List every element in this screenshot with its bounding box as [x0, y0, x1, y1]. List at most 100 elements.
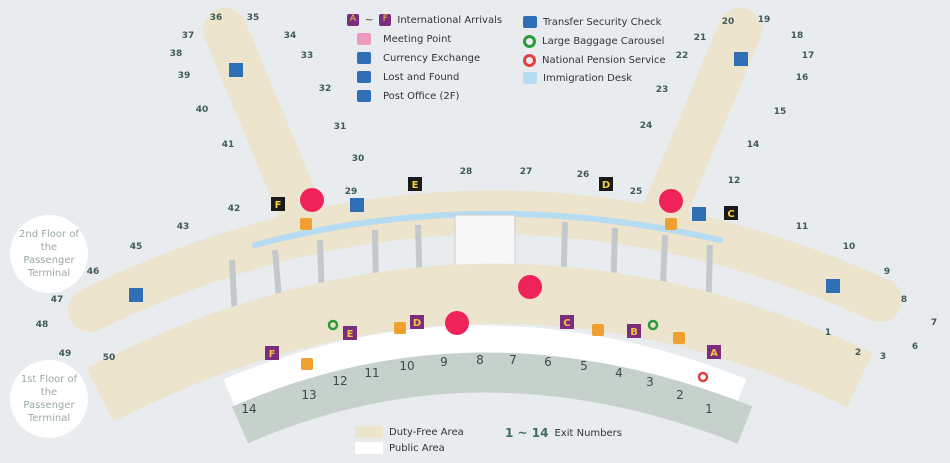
gate-number: 6	[912, 342, 918, 352]
gate-number: 38	[170, 49, 183, 59]
gate-number: 21	[694, 33, 707, 43]
transfer-security-icon	[692, 207, 706, 221]
gate-number: 29	[345, 187, 358, 197]
gate-number: 28	[460, 167, 473, 177]
baggage-carousel-icon	[523, 35, 536, 48]
gate-number: 24	[640, 121, 653, 131]
gate-number: 1	[825, 328, 831, 338]
gate-number: 16	[796, 73, 809, 83]
gate-number: 43	[177, 222, 190, 232]
legend-exit: 1 ~ 14 Exit Numbers	[505, 426, 622, 440]
legend-meeting: Meeting Point	[357, 33, 451, 45]
arrivals-gate-badge-bg	[343, 326, 357, 340]
gate-number: 20	[722, 17, 735, 27]
arrivals-gate-badge-bg	[707, 345, 721, 359]
info-icon	[673, 332, 685, 344]
info-icon	[301, 358, 313, 370]
exit-number: 13	[301, 388, 316, 402]
pension-service-icon	[523, 54, 536, 67]
arrivals-sep: ~	[365, 14, 374, 26]
gate-number: 47	[51, 295, 64, 305]
exit-number: 1	[705, 402, 713, 416]
transfer-security-icon	[350, 198, 364, 212]
legend-pension: National Pension Service	[523, 54, 666, 67]
legend-label: Duty-Free Area	[389, 426, 464, 438]
legend-public: Public Area	[355, 442, 445, 454]
arrivals-gate-badge: A	[710, 348, 718, 359]
arrivals-gate-badge: B	[630, 327, 638, 338]
gate-number: 8	[901, 295, 907, 305]
gate-number: 32	[319, 84, 332, 94]
gate-number: 22	[676, 51, 689, 61]
exit-number: 8	[476, 353, 484, 367]
concourse-badge-bg	[599, 177, 613, 191]
transfer-security-icon	[523, 16, 537, 28]
arrivals-gate-badge: D	[413, 318, 421, 329]
concourse-badge: C	[727, 209, 734, 220]
exit-number: 9	[440, 355, 448, 369]
concourse-badge: E	[412, 180, 419, 191]
first-floor	[86, 263, 873, 444]
arrivals-icon: F	[379, 14, 392, 26]
legend-label: National Pension Service	[542, 55, 666, 66]
arrivals-gate-badge: F	[269, 349, 276, 360]
gate-number: 49	[59, 349, 72, 359]
legend-label: Transfer Security Check	[543, 16, 662, 28]
transfer-security-icon	[129, 288, 143, 302]
exit-number: 4	[615, 366, 623, 380]
legend-label: Meeting Point	[383, 33, 452, 45]
location-marker	[300, 188, 324, 212]
info-icon	[394, 322, 406, 334]
gate-number: 3	[880, 352, 886, 362]
concourse-badge-bg	[408, 177, 422, 191]
gate-number: 31	[334, 122, 347, 132]
transfer-security-icon	[734, 52, 748, 66]
arrivals-gate-badge: C	[563, 318, 570, 329]
gate-number: 34	[284, 31, 297, 41]
currency-exchange-icon	[357, 52, 371, 64]
floor-label-1f: 1st Floor of the Passenger Terminal	[10, 360, 88, 438]
concourse-badge: D	[602, 180, 610, 191]
legend-label: Immigration Desk	[543, 72, 632, 84]
immigration-desk-icon	[523, 72, 537, 84]
legend-duty-free: Duty-Free Area	[355, 426, 464, 438]
gate-number: 10	[843, 242, 856, 252]
gate-number: 14	[747, 140, 760, 150]
legend-arrivals: A ~ F International Arrivals	[347, 14, 502, 26]
exit-number: 5	[580, 359, 588, 373]
legend-label: Exit Numbers	[554, 427, 622, 439]
arrivals-gate-badge: E	[347, 329, 354, 340]
gate-number: 26	[577, 170, 590, 180]
gate-number: 7	[931, 318, 937, 328]
concourse-badge-bg	[271, 197, 285, 211]
exit-range: 1 ~ 14	[505, 426, 549, 440]
location-marker	[445, 311, 469, 335]
legend-lost-found: Lost and Found	[357, 71, 459, 83]
arrivals-gate-badge-bg	[560, 315, 574, 329]
gate-number: 33	[301, 51, 314, 61]
post-office-icon	[357, 90, 371, 102]
legend-label: International Arrivals	[397, 14, 503, 26]
gate-number: 27	[520, 167, 533, 177]
gate-number: 37	[182, 31, 195, 41]
duty-free-swatch	[355, 426, 383, 438]
gate-number: 2	[855, 348, 861, 358]
exit-road	[231, 352, 753, 444]
arrivals-gate-badge-bg	[265, 346, 279, 360]
gate-number: 30	[352, 154, 365, 164]
legend-label: Lost and Found	[383, 71, 460, 83]
arrivals-gate-badge-bg	[627, 324, 641, 338]
exit-number: 12	[332, 374, 347, 388]
floor-label-2f: 2nd Floor of the Passenger Terminal	[10, 215, 88, 293]
gate-number: 40	[196, 105, 209, 115]
pension-service-icon	[697, 371, 709, 383]
exit-number: 3	[646, 375, 654, 389]
legend-transfer: Transfer Security Check	[523, 16, 661, 28]
arrivals-icon: A	[347, 14, 359, 26]
gate-number: 18	[791, 31, 804, 41]
gate-number: 42	[228, 204, 241, 214]
exit-number: 14	[241, 402, 256, 416]
location-marker	[518, 275, 542, 299]
gate-number: 19	[758, 15, 771, 25]
